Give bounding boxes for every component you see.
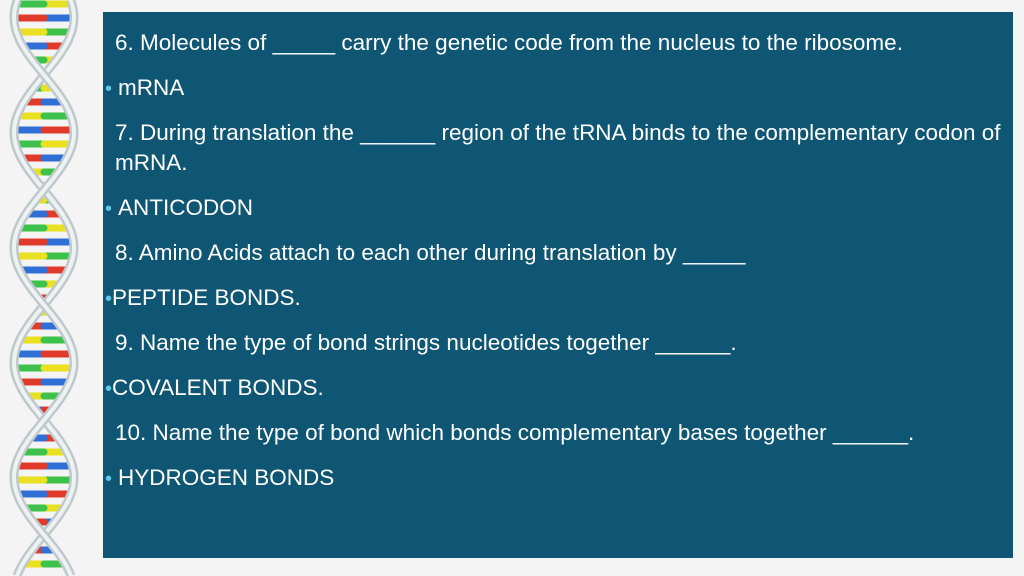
- answer-10: •HYDROGEN BONDS: [105, 463, 334, 494]
- bullet-icon: •: [105, 78, 113, 100]
- bullet-icon: •: [105, 468, 113, 490]
- answer-9-text: COVALENT BONDS.: [112, 375, 324, 400]
- dna-helix-icon: [9, 0, 79, 576]
- answer-8-text: PEPTIDE BONDS.: [112, 285, 301, 310]
- answer-6: •mRNA: [105, 73, 184, 104]
- answer-10-text: HYDROGEN BONDS: [118, 465, 335, 490]
- question-9: 9. Name the type of bond strings nucleot…: [115, 330, 737, 355]
- answer-9: •COVALENT BONDS.: [105, 373, 324, 404]
- content-panel: 6. Molecules of _____ carry the genetic …: [103, 12, 1013, 558]
- answer-8: •PEPTIDE BONDS.: [105, 283, 301, 314]
- bullet-icon: •: [105, 198, 113, 220]
- bullet-icon: •: [105, 378, 113, 400]
- question-10: 10. Name the type of bond which bonds co…: [115, 420, 915, 445]
- answer-7-text: ANTICODON: [118, 195, 254, 220]
- question-8: 8. Amino Acids attach to each other duri…: [115, 240, 746, 265]
- question-6: 6. Molecules of _____ carry the genetic …: [115, 30, 903, 55]
- answer-7: •ANTICODON: [105, 193, 253, 224]
- answer-6-text: mRNA: [118, 75, 185, 100]
- dna-backbone-highlight: [11, 0, 77, 576]
- bullet-icon: •: [105, 288, 113, 310]
- dna-backbone-highlight: [11, 0, 77, 576]
- question-7: 7. During translation the ______ region …: [115, 120, 1001, 175]
